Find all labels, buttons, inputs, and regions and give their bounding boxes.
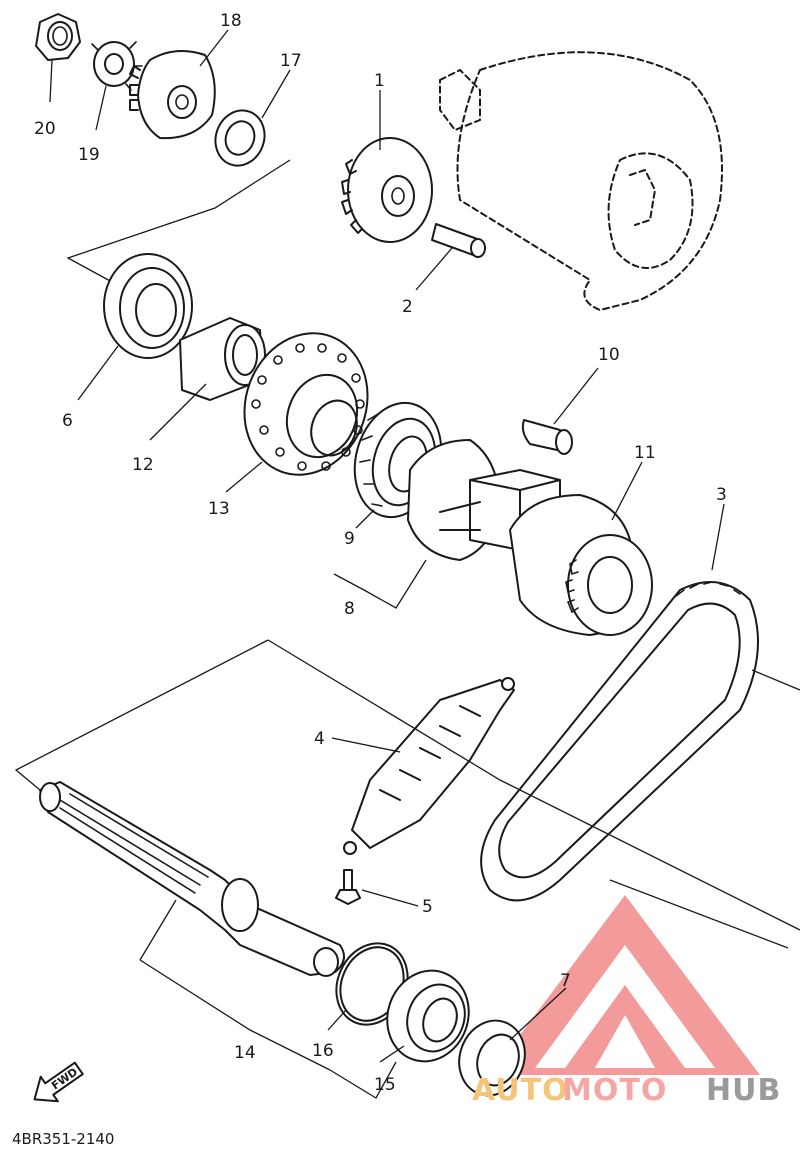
- callout-13: 13: [208, 499, 230, 519]
- part-1-idler-gear: [341, 137, 433, 243]
- callout-2: 2: [402, 297, 413, 317]
- starter-motor-outline: [439, 51, 723, 311]
- watermark-logo: [490, 895, 760, 1075]
- callout-5: 5: [422, 897, 433, 917]
- callout-11: 11: [634, 443, 656, 463]
- callout-6: 6: [62, 411, 73, 431]
- callout-12: 12: [132, 455, 154, 475]
- callout-19: 19: [78, 145, 100, 165]
- callout-17: 17: [280, 51, 302, 71]
- callout-3: 3: [716, 485, 727, 505]
- callout-15: 15: [374, 1075, 396, 1095]
- callout-20: 20: [34, 119, 56, 139]
- part-10-spring-pin: [521, 419, 573, 455]
- watermark-triangle-notch: [595, 1015, 655, 1068]
- part-15-bearing: [386, 969, 470, 1063]
- watermark-text-hub: HUB: [706, 1073, 781, 1108]
- callout-7: 7: [560, 971, 571, 991]
- callout-10: 10: [598, 345, 620, 365]
- callout-8: 8: [344, 599, 355, 619]
- callouts: 1 2 3 4 5 6 7 8 9 10 11 12 13 14 15 16 1: [34, 11, 727, 1099]
- callout-4: 4: [314, 729, 325, 749]
- fwd-arrow-icon: FWD: [33, 1061, 84, 1103]
- watermark-text-moto: MOTO: [562, 1073, 667, 1108]
- part-2-shaft: [431, 223, 486, 258]
- part-4-chain-guide: [343, 677, 515, 855]
- callout-14: 14: [234, 1043, 256, 1063]
- part-14-main-shaft: [39, 781, 345, 977]
- part-6-bearing: [103, 253, 193, 359]
- part-13-sprocket: [243, 332, 369, 476]
- part-17-seal: [214, 109, 266, 167]
- callout-9: 9: [344, 529, 355, 549]
- part-19-lock-washer: [91, 41, 143, 91]
- part-11-starter-wheel-gear: [509, 494, 653, 636]
- callout-18: 18: [220, 11, 242, 31]
- assembly-guide-lines: [14, 639, 800, 949]
- callout-16: 16: [312, 1041, 334, 1061]
- watermark-text: AUTO MOTO HUB: [472, 1073, 781, 1108]
- part-5-bolt: [335, 869, 361, 905]
- callout-1: 1: [374, 71, 385, 91]
- part-18-gear: [129, 50, 216, 140]
- part-20-nut: [35, 13, 81, 61]
- watermark-text-auto: AUTO: [472, 1073, 569, 1108]
- part-3-chain: [480, 581, 759, 902]
- part-7-oil-seal: [458, 1019, 526, 1097]
- diagram-code: 4BR351-2140: [12, 1130, 114, 1148]
